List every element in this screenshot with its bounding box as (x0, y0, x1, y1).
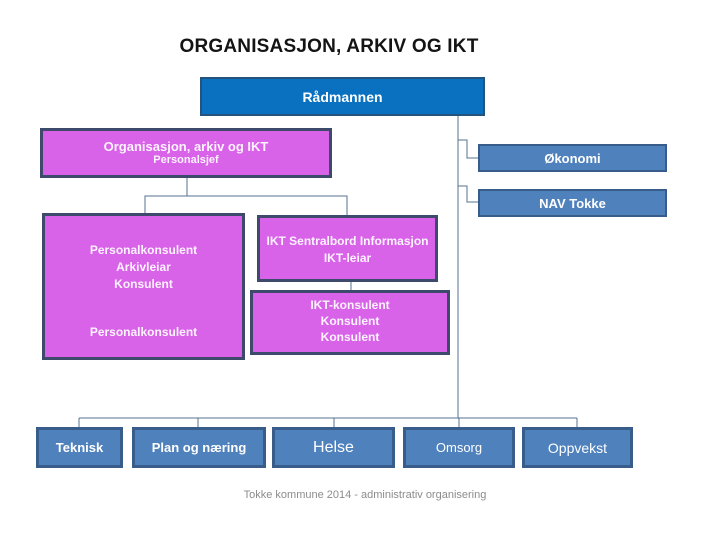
node-helse: Helse (272, 427, 395, 468)
node-ikt-konsulent: IKT-konsulent Konsulent Konsulent (250, 290, 450, 355)
node-teknisk: Teknisk (36, 427, 123, 468)
node-helse-label: Helse (313, 438, 354, 456)
node-okonomi-label: Økonomi (544, 150, 601, 166)
node-oppvekst: Oppvekst (522, 427, 633, 468)
node-omsorg: Omsorg (403, 427, 515, 468)
connector-okonomi-elbow (458, 139, 478, 159)
ikt-sub-line-2: Konsulent (320, 314, 380, 328)
node-plan-og-naering-label: Plan og næring (151, 440, 247, 455)
node-omsorg-label: Omsorg (435, 440, 483, 455)
node-organisasjon-title: Organisasjon, arkiv og IKT (103, 139, 269, 154)
personal-line-2: Arkivleiar (116, 260, 171, 274)
connector-navtokke-elbow (458, 185, 478, 203)
node-teknisk-label: Teknisk (55, 440, 104, 455)
slide-title: ORGANISASJON, ARKIV OG IKT (179, 36, 479, 57)
node-personal-staff: Personalkonsulent Arkivleiar Konsulent P… (42, 213, 245, 360)
slide-footer: Tokke kommune 2014 - administrativ organ… (243, 489, 487, 501)
node-nav-tokke: NAV Tokke (478, 189, 667, 217)
personal-line-3: Konsulent (114, 277, 173, 291)
node-radmannen-label: Rådmannen (302, 88, 383, 105)
connector-staff-crossbar (144, 195, 348, 215)
personal-line-1: Personalkonsulent (89, 243, 198, 257)
node-organisasjon-arkiv-ikt: Organisasjon, arkiv og IKT Personalsjef (40, 128, 332, 178)
node-nav-tokke-label: NAV Tokke (539, 195, 606, 211)
ikt-line-1: IKT Sentralbord Informasjon (266, 234, 429, 248)
node-plan-og-naering: Plan og næring (132, 427, 266, 468)
node-okonomi: Økonomi (478, 144, 667, 172)
node-ikt-sentralbord: IKT Sentralbord Informasjon IKT-leiar (257, 215, 438, 282)
ikt-sub-line-3: Konsulent (320, 330, 380, 344)
node-oppvekst-label: Oppvekst (547, 439, 608, 456)
ikt-sub-line-1: IKT-konsulent (310, 298, 390, 312)
personal-line-4: Personalkonsulent (89, 325, 198, 339)
node-organisasjon-subtitle: Personalsjef (153, 154, 219, 166)
ikt-line-2: IKT-leiar (323, 251, 372, 265)
node-radmannen: Rådmannen (200, 77, 485, 116)
